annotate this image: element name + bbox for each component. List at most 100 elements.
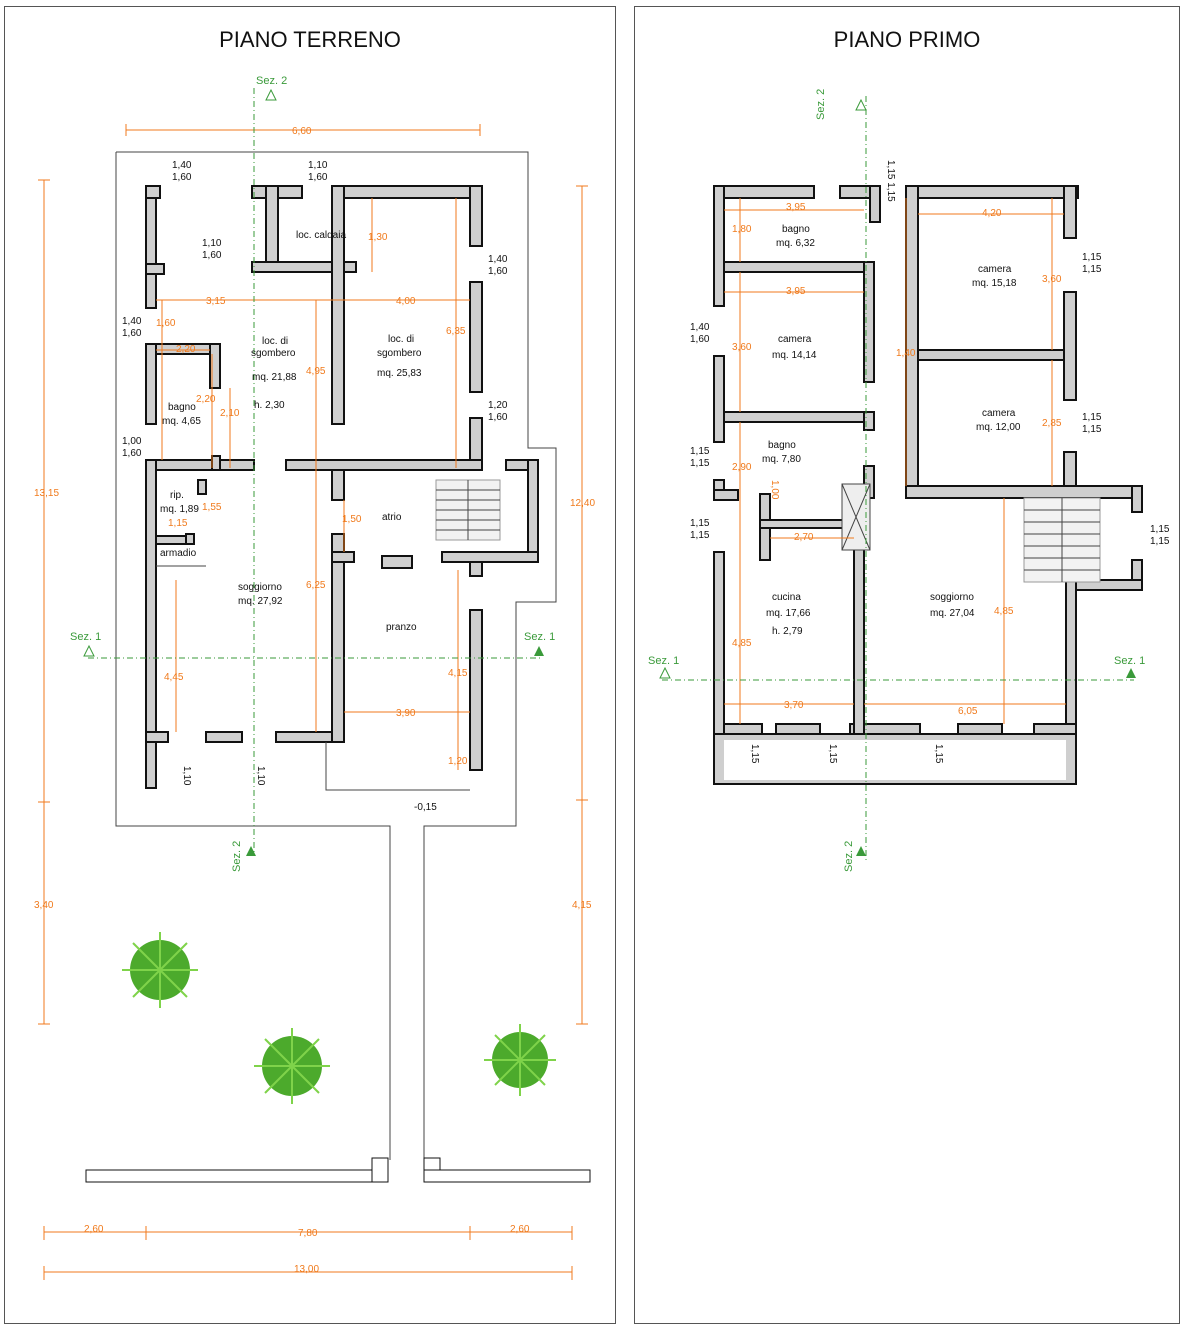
dim-label: 2,20: [196, 394, 216, 405]
dim-label: 2,10: [220, 408, 240, 419]
section-label: Sez. 2: [256, 75, 287, 87]
room-area: mq. 14,14: [772, 350, 817, 361]
dim-label: 1,30: [368, 232, 388, 243]
dim-label: 1,80: [732, 224, 752, 235]
dim-label: 4,15: [572, 900, 592, 911]
dim-label: 3,95: [786, 286, 806, 297]
window-width: 1,15 1,15: [885, 160, 896, 202]
ground-dimensions: [38, 124, 588, 1280]
window-height: 1,15: [1082, 424, 1102, 435]
room-label: bagno: [168, 402, 196, 413]
dim-label: 6,05: [958, 706, 978, 717]
dim-label: 4,45: [164, 672, 184, 683]
dim-label: 3,15: [206, 296, 226, 307]
room-label: sgombero: [251, 348, 296, 359]
room-label: bagno: [768, 440, 796, 451]
dim-label: 4,85: [994, 606, 1014, 617]
tree-icon: [484, 1024, 556, 1096]
window-width: 1,15: [690, 518, 710, 529]
window-width: 1,40: [690, 322, 710, 333]
window-height: 1,60: [488, 412, 508, 423]
room-label: loc. caldaia: [296, 230, 346, 241]
window-width: 1,00: [122, 436, 142, 447]
level-label: -0,15: [414, 802, 437, 813]
room-area: mq. 15,18: [972, 278, 1017, 289]
dim-label: 3,60: [1042, 274, 1062, 285]
ground-section-lines: [83, 88, 544, 856]
room-height: h. 2,79: [772, 626, 803, 637]
room-area: mq. 1,89: [160, 504, 199, 515]
section-label: Sez. 1: [648, 655, 679, 667]
room-area: mq. 27,04: [930, 608, 975, 619]
section-label: Sez. 2: [231, 841, 243, 872]
ground-floor-title: PIANO TERRENO: [219, 27, 401, 52]
room-label: rip.: [170, 490, 184, 501]
room-label: cucina: [772, 592, 801, 603]
window-width: 1,10: [308, 160, 328, 171]
dim-label: 2,90: [732, 462, 752, 473]
window-height: 1,15: [690, 458, 710, 469]
dim-label: 1,50: [342, 514, 362, 525]
window-width: 1,10: [181, 766, 192, 786]
room-area: mq. 12,00: [976, 422, 1021, 433]
window-height: 1,60: [308, 172, 328, 183]
window-height: 1,60: [202, 250, 222, 261]
window-height: 1,15: [1150, 536, 1170, 547]
room-area: mq. 27,92: [238, 596, 283, 607]
dim-label: 4,20: [982, 208, 1002, 219]
dim-label: 2,85: [1042, 418, 1062, 429]
room-label: camera: [778, 334, 812, 345]
dim-label: 4,95: [306, 366, 326, 377]
dim-label: 13,00: [294, 1264, 319, 1275]
section-label: Sez. 2: [843, 841, 855, 872]
room-area: mq. 6,32: [776, 238, 815, 249]
dim-label: 3,60: [732, 342, 752, 353]
room-area: mq. 17,66: [766, 608, 811, 619]
dim-label: 6,60: [292, 126, 312, 137]
section-label: Sez. 1: [524, 631, 555, 643]
ground-walls: [145, 185, 539, 789]
dim-label: 1,15: [168, 518, 188, 529]
section-label: Sez. 1: [1114, 655, 1145, 667]
dim-label: 2,60: [84, 1224, 104, 1235]
dim-label: 2,70: [794, 532, 814, 543]
dim-label: 6,35: [446, 326, 466, 337]
dim-label: 1,60: [156, 318, 176, 329]
dim-label: 4,85: [732, 638, 752, 649]
room-label: bagno: [782, 224, 810, 235]
room-label: sgombero: [377, 348, 422, 359]
section-marker-icon: [265, 88, 277, 101]
room-area: mq. 25,83: [377, 368, 422, 379]
window-height: 1,60: [122, 448, 142, 459]
window-width: 1,15: [933, 744, 944, 764]
section-marker-icon: [1126, 668, 1136, 678]
window-height: 1,60: [122, 328, 142, 339]
window-width: 1,15: [1150, 524, 1170, 535]
dim-label: 3,90: [396, 708, 416, 719]
room-label: loc. di: [388, 334, 414, 345]
room-area: mq. 21,88: [252, 372, 297, 383]
tree-icon: [122, 932, 198, 1008]
dim-label: 4,00: [396, 296, 416, 307]
window-height: 1,15: [690, 530, 710, 541]
dim-label: 7,80: [298, 1228, 318, 1239]
tree-icon: [254, 1028, 330, 1104]
section-label: Sez. 2: [815, 89, 827, 120]
window-width: 1,15: [1082, 412, 1102, 423]
garden-walls: [85, 1157, 591, 1183]
room-label: camera: [978, 264, 1012, 275]
window-height: 1,15: [1082, 264, 1102, 275]
room-label: pranzo: [386, 622, 417, 633]
dim-label: 12,40: [570, 498, 595, 509]
room-label: atrio: [382, 512, 402, 523]
window-width: 1,15: [690, 446, 710, 457]
section-marker-icon: [83, 644, 95, 657]
window-height: 1,60: [172, 172, 192, 183]
ground-labels: loc. caldaia loc. di sgombero mq. 21,88 …: [34, 75, 595, 1275]
window-width: 1,20: [488, 400, 508, 411]
window-width: 1,40: [172, 160, 192, 171]
section-marker-icon: [534, 646, 544, 656]
first-floor-title: PIANO PRIMO: [833, 27, 981, 52]
section-marker-icon: [659, 666, 671, 679]
